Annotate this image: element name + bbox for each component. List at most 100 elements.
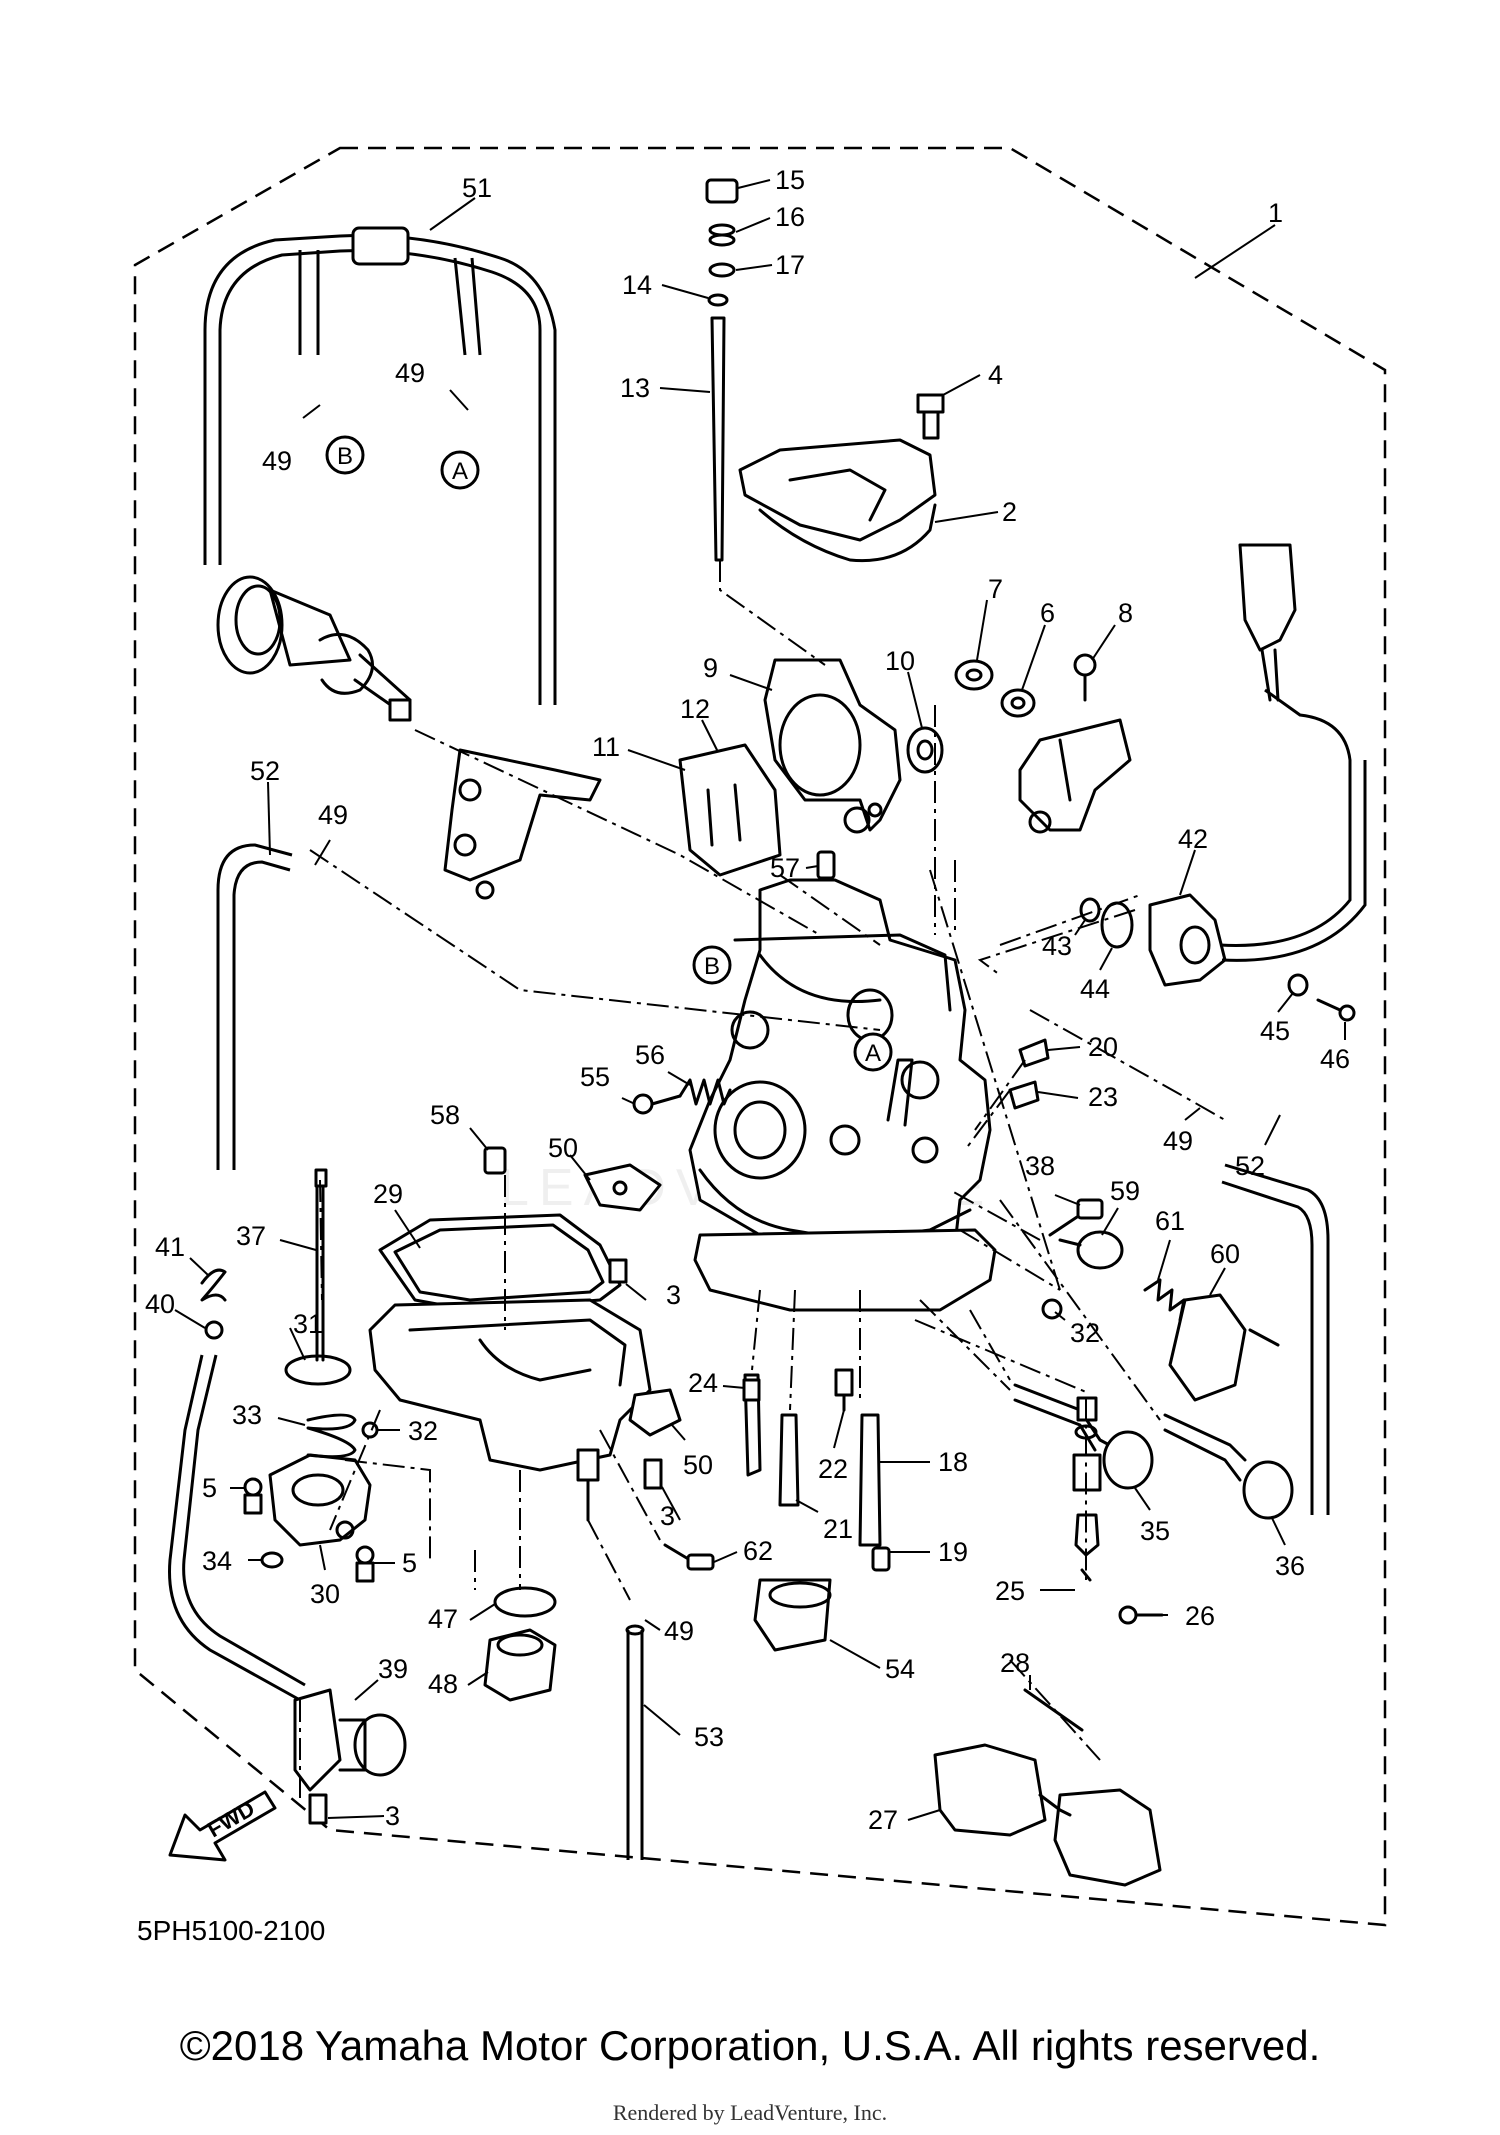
callout-33: 33 xyxy=(232,1400,262,1430)
callout-3c: 3 xyxy=(385,1801,400,1831)
needle-jet-18 xyxy=(858,1413,882,1547)
sensor-washer-43 xyxy=(1079,897,1101,923)
callout-54: 54 xyxy=(885,1654,915,1684)
callout-5b: 5 xyxy=(402,1548,417,1578)
callout-57: 57 xyxy=(770,853,800,883)
pump-cover xyxy=(268,1453,372,1547)
callout-55: 55 xyxy=(580,1062,610,1092)
callout-8: 8 xyxy=(1118,598,1133,628)
callout-49e: 49 xyxy=(664,1616,694,1646)
callout-19: 19 xyxy=(938,1537,968,1567)
callout-10: 10 xyxy=(885,646,915,676)
callout-32a: 32 xyxy=(408,1416,438,1446)
jet-24 xyxy=(742,1373,762,1477)
callouts: 1 2 3 3 3 4 5 5 6 7 8 9 10 11 12 13 14 xyxy=(145,165,1350,1835)
cover-54 xyxy=(753,1578,832,1652)
drain-plug-48 xyxy=(483,1628,557,1702)
callout-32b: 32 xyxy=(1070,1318,1100,1348)
oring-32-right xyxy=(1041,1298,1063,1320)
callout-14: 14 xyxy=(622,270,652,300)
render-credit: Rendered by LeadVenture, Inc. xyxy=(612,2100,888,2125)
callout-3b: 3 xyxy=(660,1501,675,1531)
throttle-cable-bracket xyxy=(443,748,602,900)
callout-27: 27 xyxy=(868,1805,898,1835)
hot-starter-knob-27 xyxy=(933,1743,1162,1887)
callout-49c: 49 xyxy=(318,800,348,830)
screw-3-a xyxy=(608,1258,628,1284)
callout-46: 46 xyxy=(1320,1044,1350,1074)
throttle-valve xyxy=(763,658,902,834)
sensor-oring-44 xyxy=(1100,901,1134,949)
callout-28: 28 xyxy=(1000,1648,1030,1678)
callout-18: 18 xyxy=(938,1447,968,1477)
callout-59: 59 xyxy=(1110,1176,1140,1206)
seal-washer-10 xyxy=(906,726,944,774)
marker-a-body: A xyxy=(853,1032,893,1072)
marker-a-top: A xyxy=(440,450,480,490)
plunger-washers xyxy=(954,659,1036,718)
marker-b-body: B xyxy=(692,945,732,985)
callout-23: 23 xyxy=(1088,1082,1118,1112)
callout-62: 62 xyxy=(743,1536,773,1566)
callout-56: 56 xyxy=(635,1040,665,1070)
screw-23 xyxy=(1008,1080,1040,1110)
callout-25: 25 xyxy=(995,1576,1025,1606)
marker-b-body-label: B xyxy=(704,953,720,980)
screw-5-upper xyxy=(243,1477,263,1515)
callout-41: 41 xyxy=(155,1232,185,1262)
vent-hose-assembly xyxy=(203,226,557,705)
copyright-notice: ©2018 Yamaha Motor Corporation, U.S.A. A… xyxy=(179,2022,1321,2069)
callout-52a: 52 xyxy=(250,756,280,786)
pump-diaphragm xyxy=(284,1178,352,1386)
callout-38: 38 xyxy=(1025,1151,1055,1181)
float-bowl xyxy=(368,1298,652,1522)
callout-60: 60 xyxy=(1210,1239,1240,1269)
plunger-36 xyxy=(1163,1413,1294,1520)
callout-6: 6 xyxy=(1040,598,1055,628)
lever-screw xyxy=(1073,653,1097,702)
float-bowl-plate-50-lower xyxy=(628,1388,682,1437)
callout-49a: 49 xyxy=(262,446,292,476)
main-jet-holder-21 xyxy=(778,1413,800,1507)
jet-19 xyxy=(871,1546,891,1572)
valve-plate xyxy=(678,743,782,877)
callout-3a: 3 xyxy=(666,1280,681,1310)
callout-49d: 49 xyxy=(1163,1126,1193,1156)
cover-bolt xyxy=(916,393,945,440)
oring-47 xyxy=(493,1586,557,1618)
jet-needle-stack xyxy=(705,178,739,562)
callout-1: 1 xyxy=(1268,198,1283,228)
pilot-spring xyxy=(678,1078,732,1106)
top-cover xyxy=(738,438,937,563)
callout-7: 7 xyxy=(988,574,1003,604)
callout-34: 34 xyxy=(202,1546,232,1576)
screw-38 xyxy=(1048,1198,1104,1237)
spring-61 xyxy=(1143,1278,1186,1322)
pump-cable xyxy=(168,1268,306,1702)
pilot-air-screw xyxy=(632,1093,682,1115)
callout-50b: 50 xyxy=(683,1450,713,1480)
sensor-washer-45 xyxy=(1287,973,1309,997)
callout-30: 30 xyxy=(310,1579,340,1609)
callout-21: 21 xyxy=(823,1514,853,1544)
callout-31: 31 xyxy=(293,1309,323,1339)
connection-lines xyxy=(299,560,1226,1800)
carburetor-body xyxy=(688,878,997,1312)
callout-39: 39 xyxy=(378,1654,408,1684)
callout-17: 17 xyxy=(775,250,805,280)
marker-b-top: B xyxy=(325,435,365,475)
callout-16: 16 xyxy=(775,202,805,232)
screw-3-c xyxy=(308,1793,328,1825)
marker-a-top-label: A xyxy=(452,458,468,485)
callout-40: 40 xyxy=(145,1289,175,1319)
callout-36: 36 xyxy=(1275,1551,1305,1581)
callout-37: 37 xyxy=(236,1221,266,1251)
drain-fitting-25 xyxy=(1072,1396,1102,1582)
callout-29: 29 xyxy=(373,1179,403,1209)
screw-57 xyxy=(816,850,836,880)
float-bowl-screw-58 xyxy=(483,1146,507,1175)
callout-11: 11 xyxy=(592,732,620,762)
lever-bracket xyxy=(1018,718,1132,834)
oring-34 xyxy=(260,1551,284,1569)
